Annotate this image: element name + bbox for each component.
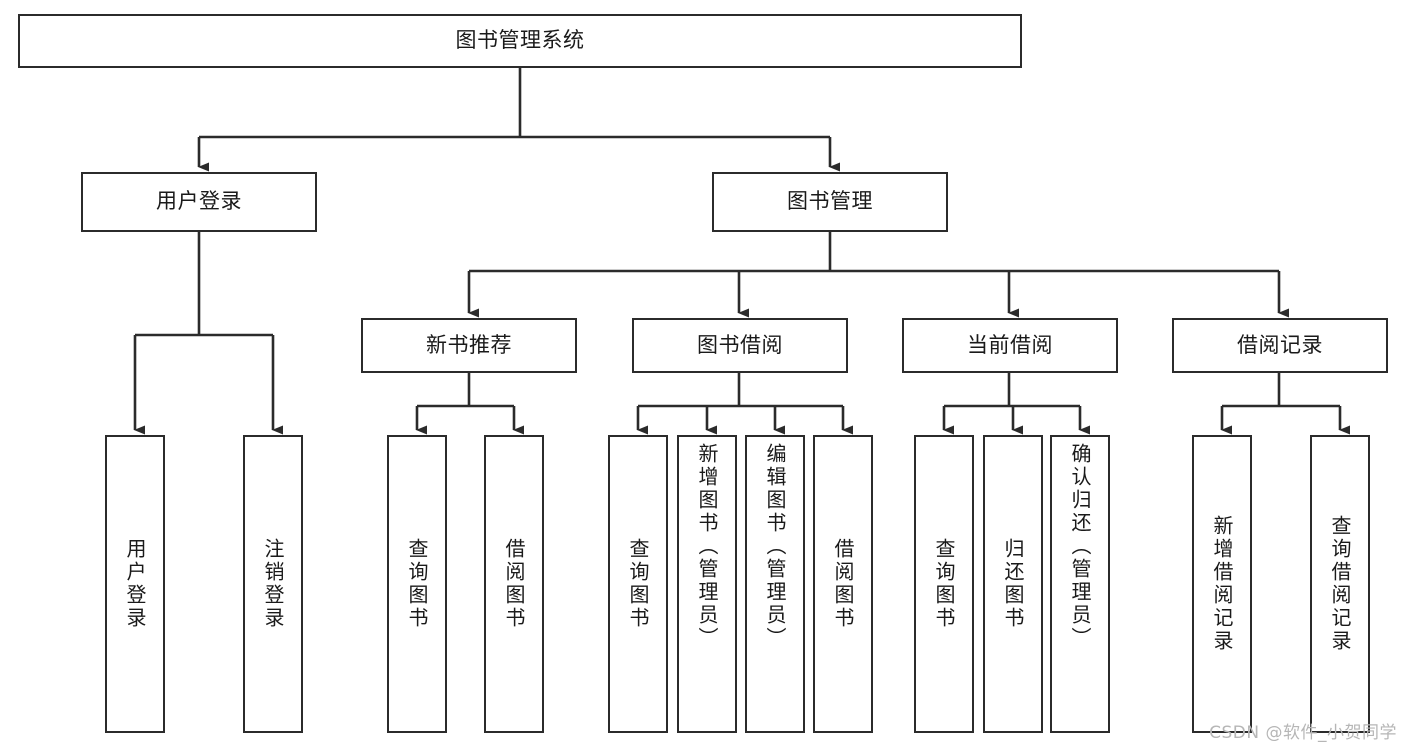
node-leaf-edit-book-admin[interactable]: 编辑图书（管理员） bbox=[745, 435, 805, 733]
node-leaf-query-borrow-record-label: 查询借阅记录 bbox=[1328, 515, 1352, 653]
node-current-borrow[interactable]: 当前借阅 bbox=[902, 318, 1118, 373]
node-leaf-add-borrow-record-label: 新增借阅记录 bbox=[1210, 515, 1234, 653]
node-book-borrow-label: 图书借阅 bbox=[697, 332, 783, 357]
node-borrow-record-label: 借阅记录 bbox=[1237, 332, 1323, 357]
node-leaf-query-book-3[interactable]: 查询图书 bbox=[914, 435, 974, 733]
node-new-book-recommend[interactable]: 新书推荐 bbox=[361, 318, 577, 373]
node-book-borrow[interactable]: 图书借阅 bbox=[632, 318, 848, 373]
node-leaf-query-book-1-label: 查询图书 bbox=[405, 538, 429, 630]
node-leaf-confirm-return-admin[interactable]: 确认归还（管理员） bbox=[1050, 435, 1110, 733]
node-leaf-borrow-book-1-label: 借阅图书 bbox=[502, 538, 526, 630]
node-leaf-query-book-2-label: 查询图书 bbox=[626, 538, 650, 630]
node-leaf-user-login-label: 用户登录 bbox=[123, 538, 147, 630]
node-borrow-record[interactable]: 借阅记录 bbox=[1172, 318, 1388, 373]
node-leaf-borrow-book-1[interactable]: 借阅图书 bbox=[484, 435, 544, 733]
node-leaf-confirm-return-admin-label: 确认归还（管理员） bbox=[1068, 443, 1092, 650]
node-leaf-edit-book-admin-label: 编辑图书（管理员） bbox=[763, 443, 787, 650]
node-current-borrow-label: 当前借阅 bbox=[967, 332, 1053, 357]
node-new-book-recommend-label: 新书推荐 bbox=[426, 332, 512, 357]
node-leaf-logout-login[interactable]: 注销登录 bbox=[243, 435, 303, 733]
node-leaf-return-book-label: 归还图书 bbox=[1001, 538, 1025, 630]
node-leaf-query-book-3-label: 查询图书 bbox=[932, 538, 956, 630]
node-root-system-label: 图书管理系统 bbox=[455, 28, 585, 53]
node-root-system[interactable]: 图书管理系统 bbox=[18, 14, 1022, 68]
node-leaf-add-book-admin-label: 新增图书（管理员） bbox=[695, 443, 719, 650]
csdn-watermark: CSDN @软件_小贺同学 bbox=[1209, 723, 1397, 743]
node-leaf-query-book-1[interactable]: 查询图书 bbox=[387, 435, 447, 733]
node-leaf-user-login[interactable]: 用户登录 bbox=[105, 435, 165, 733]
node-leaf-return-book[interactable]: 归还图书 bbox=[983, 435, 1043, 733]
node-leaf-add-book-admin[interactable]: 新增图书（管理员） bbox=[677, 435, 737, 733]
node-book-manage[interactable]: 图书管理 bbox=[712, 172, 948, 232]
node-leaf-query-borrow-record[interactable]: 查询借阅记录 bbox=[1310, 435, 1370, 733]
node-leaf-query-book-2[interactable]: 查询图书 bbox=[608, 435, 668, 733]
node-user-login-label: 用户登录 bbox=[156, 189, 242, 214]
node-book-manage-label: 图书管理 bbox=[787, 189, 873, 214]
node-leaf-add-borrow-record[interactable]: 新增借阅记录 bbox=[1192, 435, 1252, 733]
node-leaf-logout-login-label: 注销登录 bbox=[261, 538, 285, 630]
node-leaf-borrow-book-2[interactable]: 借阅图书 bbox=[813, 435, 873, 733]
node-user-login[interactable]: 用户登录 bbox=[81, 172, 317, 232]
node-leaf-borrow-book-2-label: 借阅图书 bbox=[831, 538, 855, 630]
